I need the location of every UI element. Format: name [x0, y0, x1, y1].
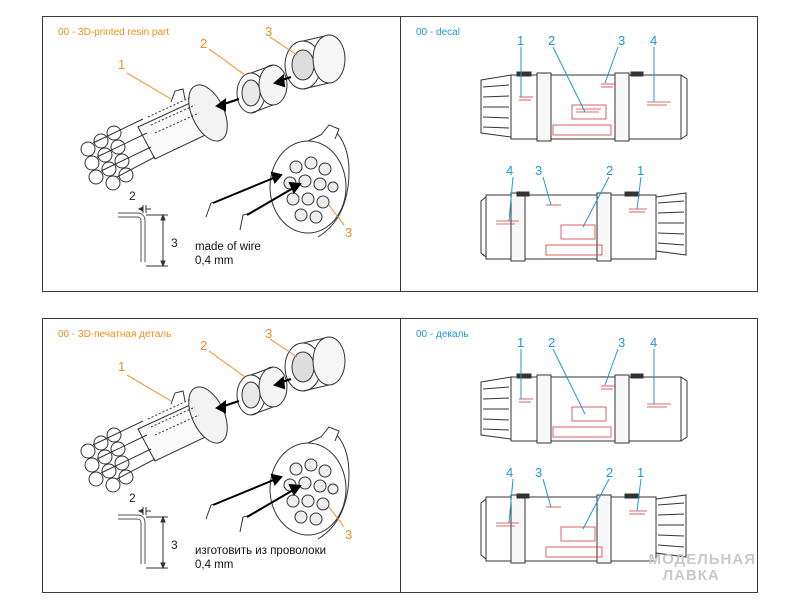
panel-title-text: decal	[436, 27, 460, 38]
callout-1: 1	[118, 57, 125, 72]
watermark-logo: МОДЕЛЬНАЯ ЛАВКА	[648, 551, 756, 584]
panel-resin-part-en: 00 - 3D-printed resin part	[42, 16, 401, 292]
decal-callout-4: 4	[650, 33, 657, 48]
panel-title: 00 - decal	[416, 27, 460, 38]
callout-3-front: 3	[345, 225, 352, 240]
dimension-2-label: 2	[129, 189, 136, 203]
callout-2: 2	[200, 338, 207, 353]
panel-title-text: 3D-printed resin part	[78, 27, 170, 38]
pod-front-drawing	[269, 124, 350, 238]
decal-markings-lower	[496, 506, 647, 558]
dimension-2-label: 2	[129, 491, 136, 505]
pod-side-view-lower	[480, 493, 687, 564]
decal-markings-lower	[496, 204, 647, 256]
decal-callout-3-lower: 3	[535, 163, 542, 178]
decal-callout-4: 4	[650, 335, 657, 350]
ring-part-drawing	[236, 64, 288, 114]
rocket-pod-drawing	[80, 84, 228, 191]
decal-callout-2: 2	[548, 335, 555, 350]
pod-side-view-lower	[480, 191, 687, 262]
wire-note: изготовить из проволоки 0,4 mm	[195, 545, 327, 571]
decal-markings-upper	[519, 385, 671, 438]
decal-callout-4-lower: 4	[506, 465, 513, 480]
decal-callout-2-lower: 2	[606, 465, 613, 480]
callout-3: 3	[265, 24, 272, 39]
decal-callout-2-lower: 2	[606, 163, 613, 178]
wire-piece-1	[205, 200, 220, 218]
dimension-3-label: 3	[171, 538, 178, 552]
wire-piece-2	[239, 212, 252, 231]
wire-bend-diagram	[118, 205, 168, 268]
pod-side-view-upper	[480, 71, 688, 142]
decal-callout-4-lower: 4	[506, 163, 513, 178]
part-code: 00	[58, 27, 70, 38]
decal-callout-1-lower: 1	[637, 465, 644, 480]
panel-title: 00 - 3D-печатная деталь	[58, 329, 172, 340]
decal-callout-1-lower: 1	[637, 163, 644, 178]
panel-decal-ru: 00 - декаль	[400, 318, 758, 593]
decal-illustration: 1 2 3 4 4 3 2 1	[480, 335, 688, 564]
cap-part-drawing	[284, 34, 346, 90]
resin-part-illustration: 1 2 3 3 2 3	[80, 326, 352, 570]
dimension-3-label: 3	[171, 236, 178, 250]
resin-part-illustration: 1 2 3 3 2 3	[80, 24, 352, 268]
panel-resin-part-ru: 00 - 3D-печатная деталь	[42, 318, 401, 593]
ring-part-drawing	[236, 366, 288, 416]
decal-illustration: 1 2 3 4 4 3 2 1	[480, 33, 688, 262]
decal-callout-3: 3	[618, 33, 625, 48]
wire-piece-1	[205, 502, 220, 520]
panel-title-text: декаль	[436, 329, 469, 340]
wire-note: made of wire 0,4 mm	[195, 241, 261, 267]
part-code: 00	[58, 329, 70, 340]
panel-title-text: 3D-печатная деталь	[78, 329, 172, 340]
decal-callout-2: 2	[548, 33, 555, 48]
callout-1: 1	[118, 359, 125, 374]
cap-part-drawing	[284, 336, 346, 392]
wire-piece-2	[239, 514, 252, 533]
pod-side-view-upper	[480, 373, 688, 444]
decal-callout-1: 1	[517, 335, 524, 350]
callout-2: 2	[200, 36, 207, 51]
part-code: 00	[416, 329, 428, 340]
callout-3-front: 3	[345, 527, 352, 542]
decal-callout-1: 1	[517, 33, 524, 48]
pod-front-drawing	[269, 426, 350, 540]
wire-bend-diagram	[118, 507, 168, 570]
panel-title: 00 - декаль	[416, 329, 469, 340]
panel-decal-en: 00 - decal	[400, 16, 758, 292]
part-code: 00	[416, 27, 428, 38]
decal-callout-3-lower: 3	[535, 465, 542, 480]
rocket-pod-drawing	[80, 386, 228, 493]
decal-callout-3: 3	[618, 335, 625, 350]
callout-3: 3	[265, 326, 272, 341]
panel-title: 00 - 3D-printed resin part	[58, 27, 170, 38]
